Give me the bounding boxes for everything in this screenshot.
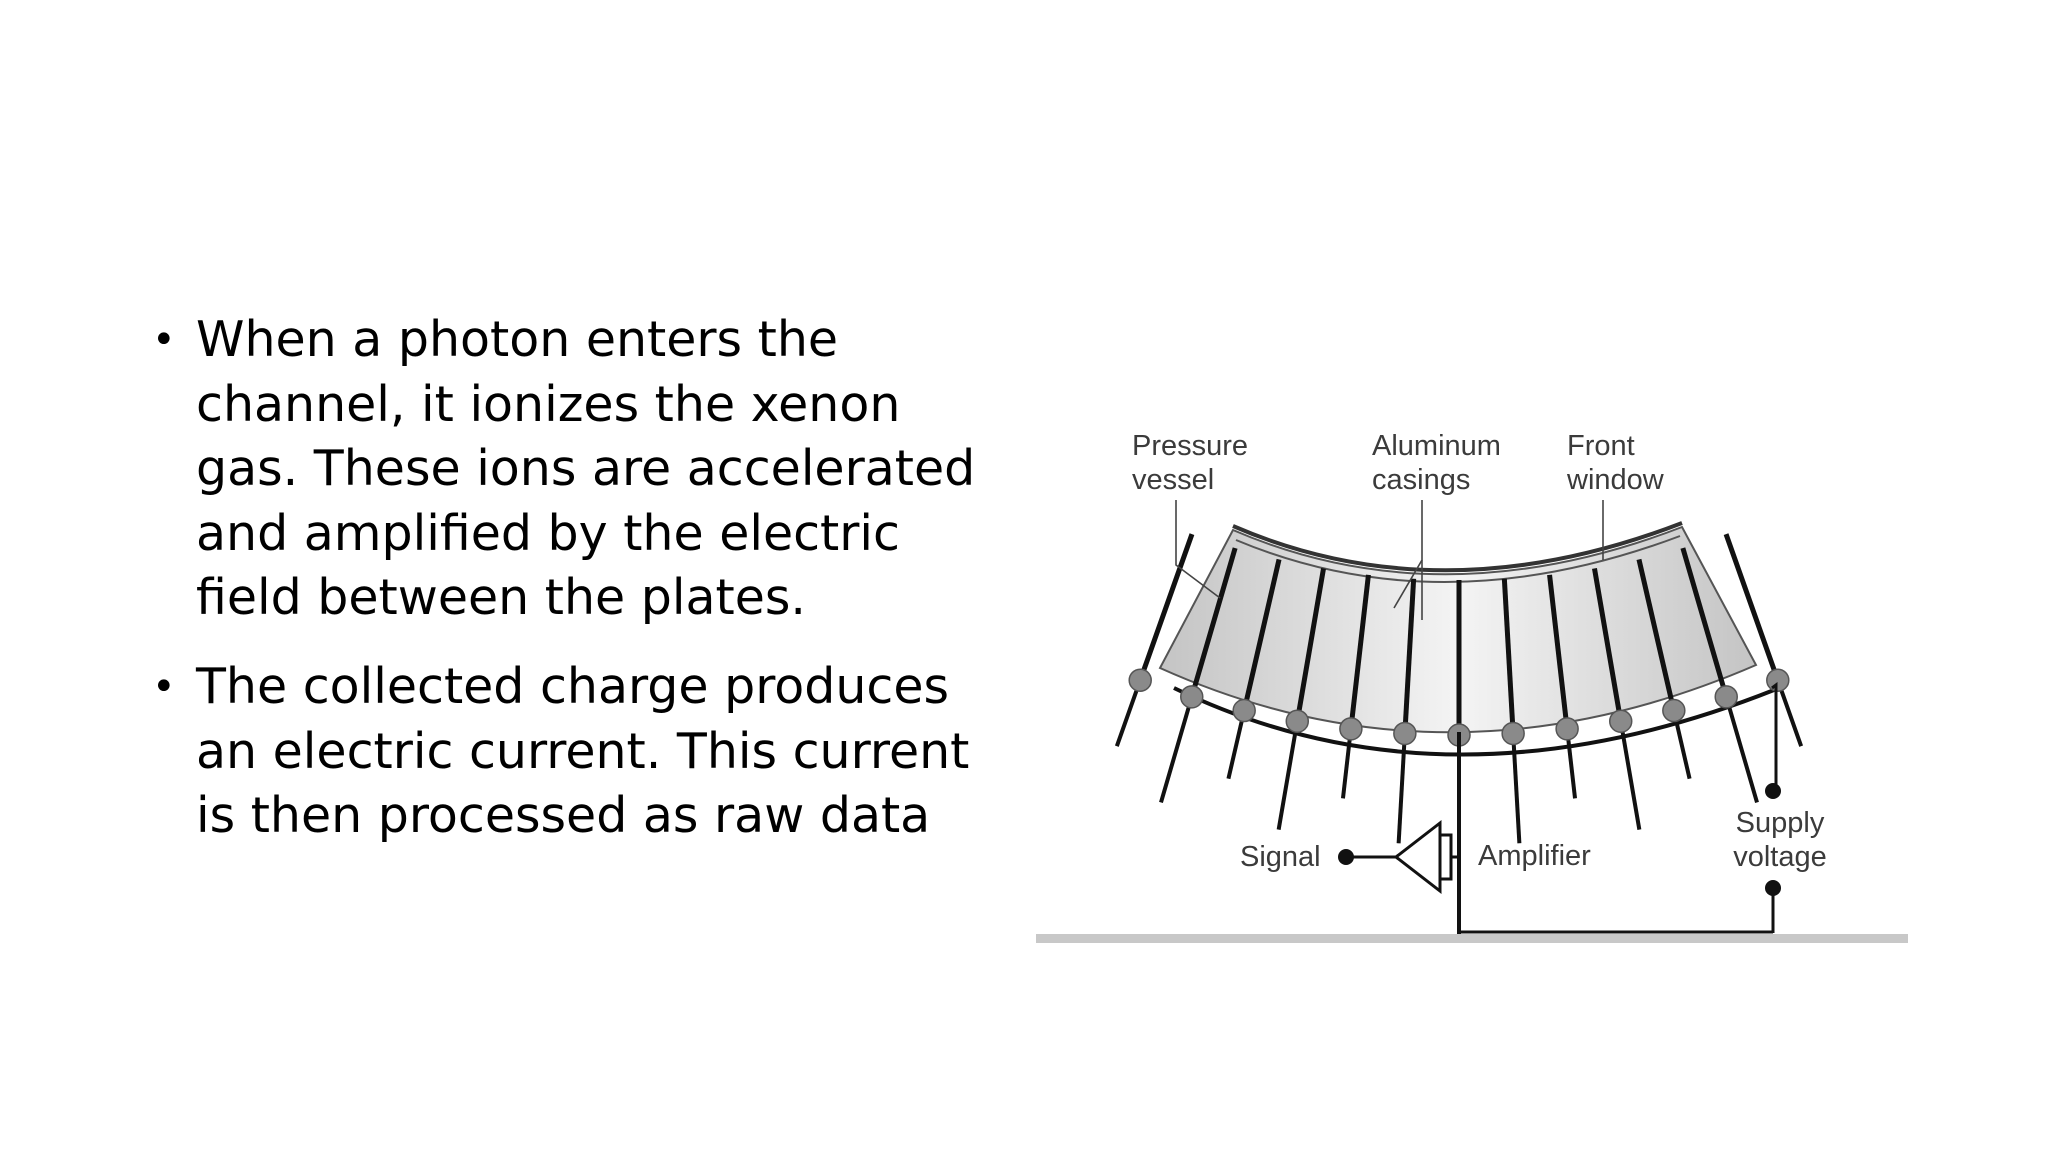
supply-wire xyxy=(1771,682,1778,790)
electrode-node xyxy=(1662,698,1686,723)
bullet-item: • The collected charge produces an elect… xyxy=(150,655,1010,849)
aluminum-plate xyxy=(1294,568,1326,722)
electrode-node xyxy=(1339,717,1363,741)
aluminum-plate xyxy=(1189,547,1238,698)
aluminum-plate xyxy=(1348,574,1371,730)
electrode-node-group xyxy=(1128,668,1790,747)
signal-label: Signal xyxy=(1240,841,1321,873)
aluminum-plate xyxy=(1592,568,1624,722)
bullet-text: When a photon enters the channel, it ion… xyxy=(196,311,976,627)
electrode-node xyxy=(1714,685,1738,709)
electrode-lead xyxy=(1618,720,1642,830)
supply-terminal-top xyxy=(1765,783,1781,799)
electrode-node xyxy=(1766,668,1790,692)
electrode-node xyxy=(1501,721,1525,746)
electrode-lead xyxy=(1159,696,1194,804)
pressure-vessel-leader xyxy=(1175,500,1221,599)
aluminum-plate xyxy=(1241,558,1282,712)
electrode-node xyxy=(1285,709,1310,733)
bullet-item: • When a photon enters the channel, it io… xyxy=(150,308,1010,631)
aluminum-plate xyxy=(1137,533,1195,682)
electrode-node xyxy=(1232,698,1256,723)
aluminum-plate xyxy=(1636,558,1677,712)
electrode-node xyxy=(1393,721,1417,746)
front-window xyxy=(1232,521,1683,573)
electrode-node xyxy=(1128,668,1152,692)
aluminum-plate xyxy=(1680,547,1729,698)
ground-bar xyxy=(1036,934,1908,943)
electrode-lead xyxy=(1511,733,1522,844)
electrode-node xyxy=(1180,685,1204,709)
electrode-lead xyxy=(1724,696,1759,804)
aluminum-plate xyxy=(1501,578,1516,734)
signal-terminal xyxy=(1338,849,1354,865)
electrode-lead xyxy=(1276,720,1300,830)
electrode-node xyxy=(1555,717,1579,741)
bullet-dot-icon: • xyxy=(152,663,176,710)
bullet-text: The collected charge produces an electri… xyxy=(196,657,970,845)
aluminum-plate xyxy=(1402,578,1417,734)
electrode-lead xyxy=(1396,733,1407,844)
bullet-list: • When a photon enters the channel, it io… xyxy=(150,308,1010,873)
aluminum-plate xyxy=(1547,574,1570,730)
bullet-dot-icon: • xyxy=(152,317,176,363)
electrode-node xyxy=(1608,709,1633,733)
amplifier-label: Amplifier xyxy=(1478,840,1591,872)
aluminum-plate xyxy=(1723,533,1781,682)
amplifier-symbol xyxy=(1393,819,1442,895)
